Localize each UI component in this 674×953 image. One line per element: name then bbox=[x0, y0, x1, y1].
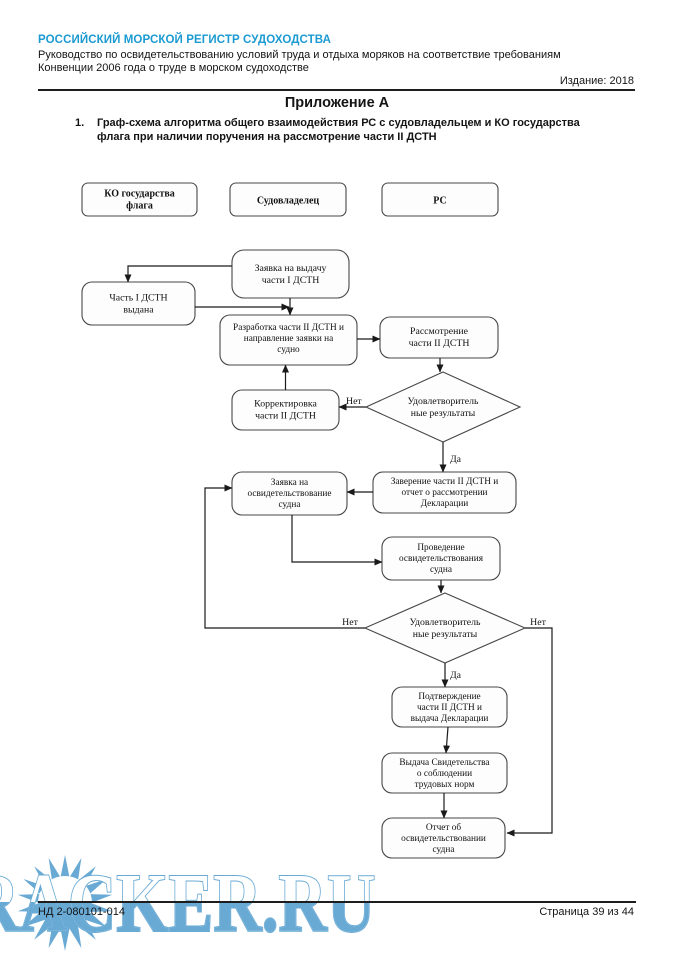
decision-satisfactory-results-1: Удовлетворитель ные результаты bbox=[364, 371, 522, 443]
header-divider bbox=[38, 89, 635, 91]
lane-shipowner: Судовладелец bbox=[229, 182, 347, 217]
node-issue-certificate: Выдача Свидетельства о соблюдении трудов… bbox=[381, 752, 508, 794]
node-label: Декларации bbox=[421, 499, 469, 509]
edge-label-yes: Да bbox=[450, 454, 462, 465]
lane-box bbox=[81, 182, 198, 217]
node-label: трудовых норм bbox=[415, 780, 475, 790]
node-label: части I ДСТН bbox=[262, 275, 320, 286]
arrow-decision2-no-to-survey-report bbox=[506, 627, 553, 837]
lane-box bbox=[229, 182, 347, 217]
decision-label: Удовлетворитель bbox=[409, 617, 481, 628]
node-label: части II ДСТН bbox=[409, 338, 470, 349]
doc-subtitle-line1: Руководство по освидетельствованию услов… bbox=[38, 49, 561, 61]
sun-top-half bbox=[38, 876, 92, 903]
node-certify-part2: Заверение части II ДСТН и отчет о рассмо… bbox=[372, 471, 517, 514]
decision-diamond bbox=[364, 371, 522, 443]
node-review-part2: Рассмотрение части II ДСТН bbox=[379, 316, 499, 359]
item-text-line1: Граф-схема алгоритма общего взаимодейств… bbox=[97, 117, 580, 129]
sun-logo-icon bbox=[17, 855, 113, 951]
decision-label: Удовлетворитель bbox=[407, 396, 479, 407]
node-label: судна bbox=[433, 845, 455, 855]
node-label: Проведение bbox=[417, 543, 464, 553]
node-label: о соблюдении bbox=[417, 768, 472, 779]
node-correction-part2: Корректировка части II ДСТН bbox=[231, 389, 340, 431]
node-label: судна bbox=[279, 500, 301, 510]
item-text-line2: флага при наличии поручения на рассмотре… bbox=[97, 131, 437, 143]
node-label: Рассмотрение bbox=[410, 326, 469, 337]
node-label: выдача Декларации bbox=[411, 714, 489, 724]
node-label: освидетельствования bbox=[399, 554, 484, 564]
watermark-text-outline: SEATRACKER.RU bbox=[0, 857, 376, 950]
decision-label: ные результаты bbox=[413, 629, 478, 640]
lane-label: КО государства bbox=[104, 189, 175, 200]
node-label: Заверение части II ДСТН и bbox=[391, 477, 498, 487]
node-label: выдана bbox=[123, 305, 154, 316]
node-survey-request: Заявка на освидетельствование судна bbox=[231, 471, 348, 516]
edge-label-yes: Да bbox=[450, 670, 462, 681]
node-label: Заявка на bbox=[271, 478, 308, 488]
node-label: судна bbox=[430, 565, 452, 575]
node-label: направление заявки на bbox=[244, 334, 334, 344]
arrow-confirm-to-issue-certificate bbox=[443, 726, 451, 754]
edge-label-no: Нет bbox=[530, 617, 546, 628]
node-request-part1: Заявка на выдачу части I ДСТН bbox=[231, 249, 350, 299]
node-label: Корректировка bbox=[254, 399, 317, 410]
decision-diamond bbox=[363, 592, 527, 664]
node-label: Выдача Свидетельства bbox=[399, 758, 489, 768]
arrow-survey-request-to-survey bbox=[291, 515, 383, 566]
node-label: освидетельствование bbox=[248, 489, 332, 499]
node-box bbox=[231, 249, 350, 299]
node-label: отчет о рассмотрении bbox=[401, 488, 487, 498]
node-develop-part2: Разработка части II ДСТН и направление з… bbox=[219, 314, 358, 366]
lane-label: РС bbox=[433, 196, 446, 207]
org-name: РОССИЙСКИЙ МОРСКОЙ РЕГИСТР СУДОХОДСТВА bbox=[38, 34, 331, 46]
node-label: части II ДСТН bbox=[255, 411, 316, 422]
decision-satisfactory-results-2: Удовлетворитель ные результаты bbox=[363, 592, 527, 664]
arrow-request-to-part1-issued bbox=[124, 265, 232, 283]
page-title: Приложение А bbox=[284, 95, 390, 111]
lane-label: Судовладелец bbox=[257, 196, 320, 207]
lane-box bbox=[381, 182, 499, 217]
footer-divider bbox=[38, 901, 636, 903]
node-label: Часть I ДСТН bbox=[109, 293, 167, 304]
item-number: 1. bbox=[75, 117, 85, 129]
node-part1-issued: Часть I ДСТН выдана bbox=[81, 281, 196, 326]
node-survey-report: Отчет об освидетельствовании судна bbox=[381, 817, 506, 859]
node-label: Заявка на выдачу bbox=[255, 263, 327, 274]
edge-label-no: Нет bbox=[342, 617, 358, 628]
node-label: судно bbox=[277, 345, 300, 355]
node-survey: Проведение освидетельствования судна bbox=[381, 536, 501, 581]
node-label: части II ДСТН и bbox=[417, 703, 482, 713]
watermark-text-fill: SEATRACKER.RU bbox=[0, 857, 376, 950]
doc-subtitle-line2: Конвенции 2006 года о труде в морском су… bbox=[38, 62, 309, 74]
node-box bbox=[81, 281, 196, 326]
page-number: Страница 39 из 44 bbox=[539, 906, 634, 918]
lane-rs: РС bbox=[381, 182, 499, 217]
lane-ko-flag-state: КО государства флага bbox=[81, 182, 198, 217]
edition-label: Издание: 2018 bbox=[559, 75, 634, 87]
node-label: Отчет об bbox=[426, 822, 462, 833]
doc-number: НД 2-080101-014 bbox=[38, 906, 125, 918]
arrow-decision2-no-to-survey-request bbox=[204, 484, 365, 629]
node-label: освидетельствовании bbox=[401, 834, 486, 844]
node-label: Разработка части II ДСТН и bbox=[233, 322, 344, 333]
node-confirm-part2: Подтверждение части II ДСТН и выдача Дек… bbox=[391, 686, 508, 728]
decision-label: ные результаты bbox=[411, 408, 476, 419]
seatracker-watermark: SEATRACKER.RU SEATRACKER.RU bbox=[0, 855, 377, 951]
node-box bbox=[391, 686, 508, 728]
lane-label: флага bbox=[126, 201, 153, 212]
edge-label-no: Нет bbox=[346, 396, 362, 407]
node-label: Подтверждение bbox=[418, 692, 480, 702]
